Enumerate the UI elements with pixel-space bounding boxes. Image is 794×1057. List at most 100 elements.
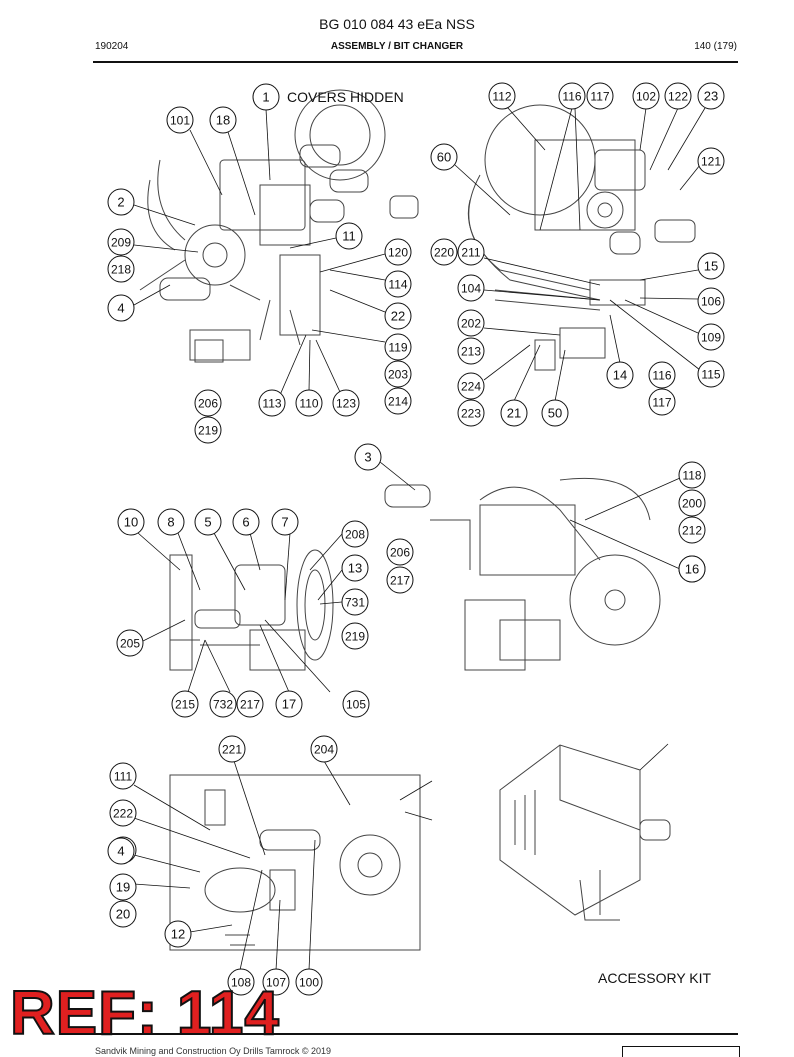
leader-line bbox=[539, 107, 573, 231]
leader-line bbox=[319, 253, 386, 273]
svg-text:213: 213 bbox=[461, 345, 481, 359]
svg-text:105: 105 bbox=[346, 698, 366, 712]
leader-line bbox=[639, 107, 647, 151]
callout-215: 215 bbox=[171, 690, 199, 718]
callout-222: 222 bbox=[109, 799, 137, 827]
leader-line bbox=[309, 533, 343, 571]
leader-line bbox=[284, 532, 291, 601]
leader-line bbox=[483, 289, 601, 301]
leader-line bbox=[679, 164, 701, 191]
callout-206: 206 bbox=[194, 389, 222, 417]
callout-16: 16 bbox=[678, 555, 706, 583]
svg-text:14: 14 bbox=[613, 368, 627, 383]
leader-line bbox=[133, 284, 171, 306]
callout-122: 122 bbox=[664, 82, 692, 110]
assembly-view-middle-left bbox=[169, 549, 334, 671]
callout-6: 6 bbox=[232, 508, 260, 536]
leader-line bbox=[483, 327, 561, 336]
svg-text:206: 206 bbox=[198, 397, 218, 411]
callout-5: 5 bbox=[194, 508, 222, 536]
callout-13: 13 bbox=[341, 554, 369, 582]
leader-line bbox=[308, 839, 316, 971]
svg-text:117: 117 bbox=[652, 396, 671, 410]
svg-text:13: 13 bbox=[348, 561, 362, 576]
callout-2: 2 bbox=[107, 188, 135, 216]
svg-text:11: 11 bbox=[342, 229, 356, 244]
leader-line bbox=[239, 869, 263, 971]
leader-line bbox=[649, 107, 679, 171]
svg-text:115: 115 bbox=[701, 368, 720, 382]
svg-text:1: 1 bbox=[262, 90, 269, 105]
svg-text:112: 112 bbox=[492, 90, 511, 104]
svg-text:206: 206 bbox=[390, 546, 410, 560]
leader-line bbox=[133, 784, 211, 831]
svg-text:18: 18 bbox=[216, 113, 230, 128]
svg-text:211: 211 bbox=[461, 246, 480, 260]
callout-110: 110 bbox=[295, 389, 323, 417]
footer-copyright: Sandvik Mining and Construction Oy Drill… bbox=[95, 1046, 332, 1056]
leader-line bbox=[574, 107, 581, 231]
svg-text:60: 60 bbox=[437, 150, 451, 165]
callout-219: 219 bbox=[341, 622, 369, 650]
callout-209: 209 bbox=[107, 228, 135, 256]
callout-123: 123 bbox=[332, 389, 360, 417]
callout-117: 117 bbox=[648, 388, 676, 416]
leader-line bbox=[177, 532, 201, 591]
svg-text:217: 217 bbox=[240, 698, 260, 712]
svg-text:219: 219 bbox=[345, 630, 365, 644]
svg-text:117: 117 bbox=[590, 90, 609, 104]
leader-line bbox=[279, 334, 307, 396]
callout-107: 107 bbox=[262, 968, 290, 996]
footer-rule bbox=[93, 1033, 738, 1035]
svg-text:204: 204 bbox=[314, 743, 334, 757]
leader-line bbox=[189, 924, 233, 933]
callout-223: 223 bbox=[457, 399, 485, 427]
svg-text:120: 120 bbox=[388, 246, 408, 260]
callout-211: 211 bbox=[457, 238, 485, 266]
callout-208: 208 bbox=[341, 520, 369, 548]
leader-line bbox=[133, 244, 199, 253]
svg-text:50: 50 bbox=[548, 406, 562, 421]
accessory-kit-view bbox=[499, 744, 671, 921]
section-title: ASSEMBLY / BIT CHANGER bbox=[330, 41, 464, 52]
svg-text:119: 119 bbox=[388, 341, 407, 355]
svg-text:107: 107 bbox=[266, 976, 286, 990]
callout-112: 112 bbox=[488, 82, 516, 110]
callout-109: 109 bbox=[697, 323, 725, 351]
leader-line bbox=[133, 204, 196, 226]
leader-line bbox=[624, 299, 699, 334]
callout-4: 4 bbox=[107, 294, 135, 322]
svg-text:203: 203 bbox=[388, 368, 408, 382]
leader-line bbox=[554, 349, 566, 402]
callout-113: 113 bbox=[258, 389, 286, 417]
svg-text:123: 123 bbox=[336, 397, 356, 411]
svg-text:200: 200 bbox=[682, 497, 702, 511]
svg-text:113: 113 bbox=[262, 397, 281, 411]
svg-text:3: 3 bbox=[364, 450, 371, 465]
leader-line bbox=[189, 129, 223, 196]
leader-line bbox=[264, 619, 331, 693]
callout-121: 121 bbox=[697, 147, 725, 175]
svg-text:101: 101 bbox=[170, 114, 190, 128]
svg-text:732: 732 bbox=[213, 698, 233, 712]
callout-116: 116 bbox=[648, 361, 676, 389]
svg-text:10: 10 bbox=[124, 515, 138, 530]
svg-text:222: 222 bbox=[113, 807, 133, 821]
leader-line bbox=[213, 532, 246, 591]
leader-line bbox=[133, 854, 201, 873]
callout-17: 17 bbox=[275, 690, 303, 718]
svg-text:16: 16 bbox=[685, 562, 699, 577]
callout-214: 214 bbox=[384, 387, 412, 415]
callout-111: 111 bbox=[109, 762, 137, 790]
svg-text:100: 100 bbox=[299, 976, 319, 990]
svg-text:8: 8 bbox=[167, 515, 174, 530]
svg-text:212: 212 bbox=[682, 524, 702, 538]
svg-text:118: 118 bbox=[682, 469, 701, 483]
header-rule bbox=[93, 61, 738, 63]
callout-224: 224 bbox=[457, 372, 485, 400]
callout-18: 18 bbox=[209, 106, 237, 134]
callout-106: 106 bbox=[697, 287, 725, 315]
svg-text:7: 7 bbox=[281, 515, 288, 530]
callout-206: 206 bbox=[386, 538, 414, 566]
